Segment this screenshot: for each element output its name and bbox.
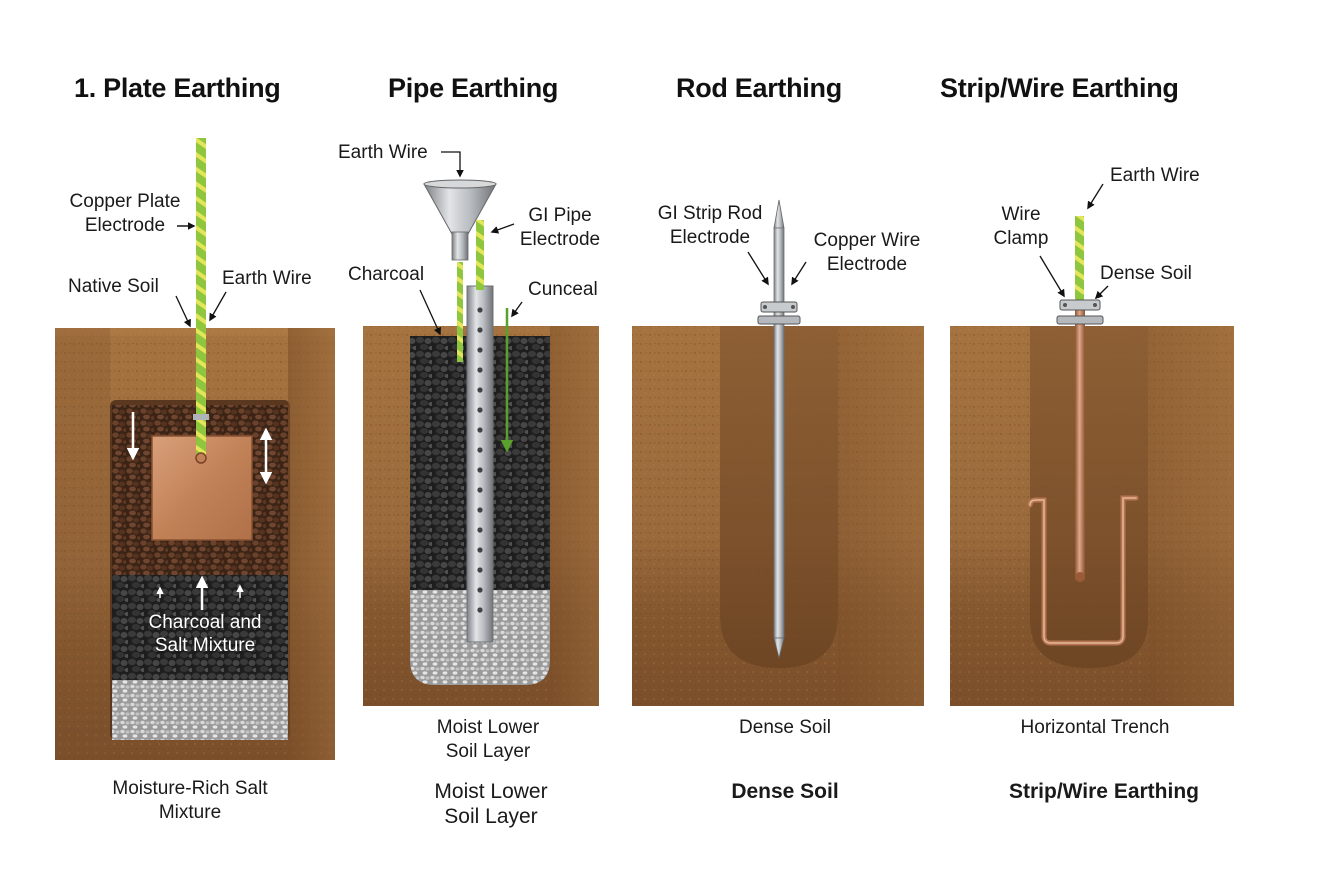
label-strip-earth-wire: Earth Wire: [1110, 165, 1200, 186]
label-charcoal-line2: Salt Mixture: [154, 635, 256, 656]
label-pipe-earth-wire: Earth Wire: [338, 142, 428, 163]
label-plate-earth-wire: Earth Wire: [222, 268, 312, 289]
plate-charcoal-layer: [112, 575, 288, 685]
caption-pipe: Moist Lower Soil Layer: [398, 779, 584, 829]
strip-trench: [1030, 326, 1148, 668]
title-pipe-earthing: Pipe Earthing: [388, 73, 559, 103]
label-wire-clamp-line1: Wire: [1001, 204, 1041, 225]
caption-strip: Strip/Wire Earthing: [1009, 780, 1199, 803]
title-strip-earthing: Strip/Wire Earthing: [940, 73, 1179, 103]
label-native-soil: Native Soil: [68, 276, 159, 297]
label-copper-wire-line2: Electrode: [826, 254, 908, 275]
rod-electrode: [773, 227, 785, 639]
label-copper-wire-electrode: Copper Wire Electrode: [806, 229, 928, 277]
caption-rod-below: Dense Soil: [739, 717, 831, 738]
title-rod-earthing: Rod Earthing: [676, 73, 842, 103]
caption-strip-below: Horizontal Trench: [1020, 717, 1170, 738]
wire-clamp: [1059, 299, 1101, 311]
label-charcoal-line1: Charcoal and: [148, 612, 262, 633]
label-gi-strip-rod-electrode: GI Strip Rod Electrode: [650, 202, 770, 250]
caption-pipe-below-line1: Moist Lower: [436, 717, 540, 738]
label-copper-wire-line1: Copper Wire: [813, 230, 921, 251]
label-charcoal-salt-mixture: Charcoal and Salt Mixture: [120, 611, 290, 657]
caption-rod: Dense Soil: [731, 780, 839, 803]
label-cunceal: Cunceal: [528, 279, 598, 300]
label-wire-clamp: Wire Clamp: [988, 203, 1054, 251]
strip-copper-rod: [1075, 300, 1085, 576]
caption-plate: Moisture-Rich Salt Mixture: [90, 777, 290, 825]
caption-pipe-line2: Soil Layer: [444, 805, 538, 828]
rod-earthing-block: [632, 199, 924, 706]
label-charcoal: Charcoal: [348, 264, 425, 285]
label-gi-strip-line1: GI Strip Rod: [657, 203, 763, 224]
label-gi-strip-line2: Electrode: [669, 227, 751, 248]
label-strip-dense-soil: Dense Soil: [1100, 263, 1192, 284]
label-copper-plate-line2: Electrode: [84, 215, 166, 236]
label-wire-clamp-line2: Clamp: [993, 228, 1049, 249]
plate-earth-wire: [196, 138, 206, 460]
plate-earthing-block: [55, 138, 335, 760]
strip-earthing-block: [950, 183, 1234, 706]
caption-pipe-line1: Moist Lower: [434, 780, 548, 803]
label-copper-plate-electrode: Copper Plate Electrode: [62, 190, 188, 238]
title-plate-earthing: 1. Plate Earthing: [74, 73, 281, 103]
pipe-earth-wire: [476, 220, 484, 290]
label-gi-pipe-line2: Electrode: [519, 229, 601, 250]
caption-pipe-below-line2: Soil Layer: [445, 741, 531, 762]
caption-plate-line2: Mixture: [158, 802, 222, 823]
label-gi-pipe-line1: GI Pipe: [528, 205, 592, 226]
pipe-earthing-block: [363, 151, 599, 706]
plate-gravel-layer: [112, 680, 288, 740]
caption-pipe-below: Moist Lower Soil Layer: [398, 716, 578, 764]
rod-clamp: [760, 301, 798, 313]
caption-plate-line1: Moisture-Rich Salt: [112, 778, 268, 799]
pipe-funnel: [423, 183, 497, 235]
label-copper-plate-line1: Copper Plate: [69, 191, 181, 212]
strip-earth-wire: [1075, 216, 1084, 306]
label-gi-pipe-electrode: GI Pipe Electrode: [514, 204, 606, 252]
